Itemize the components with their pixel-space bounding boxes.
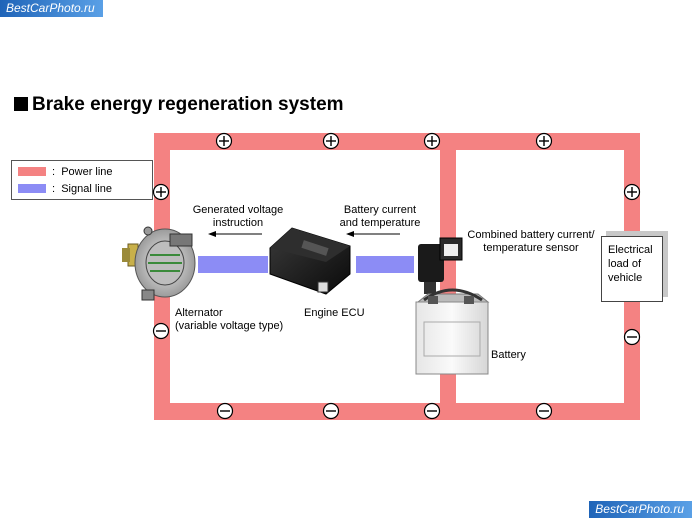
signal-lines — [198, 256, 414, 273]
page-title: Brake energy regeneration system — [14, 94, 344, 116]
power-lines — [154, 133, 640, 420]
battery-label: Battery — [491, 349, 526, 361]
legend-power-line: : Power line — [18, 164, 113, 180]
title-text: Brake energy regeneration system — [32, 94, 344, 115]
legend-signal-label: Signal line — [61, 183, 112, 195]
generated-voltage-label: Generated voltage instruction — [178, 204, 298, 230]
sensor-line-2: temperature sensor — [483, 242, 579, 254]
alternator — [122, 226, 196, 301]
power-line-swatch — [18, 167, 46, 176]
electrical-load-box: Electrical load of vehicle — [601, 236, 663, 302]
plus-marker-6 — [623, 183, 641, 201]
alternator-line-1: Alternator — [175, 307, 223, 319]
arrow-to-ecu — [346, 231, 400, 237]
arrow-to-alternator — [208, 231, 262, 237]
minus-marker-6 — [535, 402, 553, 420]
minus-marker-4 — [322, 402, 340, 420]
minus-marker-3 — [216, 402, 234, 420]
alternator-line-2: (variable voltage type) — [175, 320, 284, 332]
plus-marker-4 — [535, 132, 553, 150]
sensor-label: Combined battery current/ temperature se… — [458, 229, 604, 255]
battery — [415, 288, 490, 375]
electrical-load-line-3: vehicle — [608, 272, 643, 284]
power-line-top — [154, 133, 640, 150]
plus-marker-1 — [215, 132, 233, 150]
battery-sensor — [418, 237, 463, 294]
watermark-top: BestCarPhoto.ru — [0, 0, 103, 17]
legend: : Power line : Signal line — [11, 160, 153, 200]
electrical-load-line-1: Electrical — [608, 244, 653, 256]
engine-ecu-label: Engine ECU — [304, 307, 365, 319]
generated-voltage-line-2: instruction — [212, 217, 264, 229]
legend-power-label: Power line — [61, 166, 113, 178]
sensor-line-1: Combined battery current/ — [467, 229, 595, 241]
minus-marker-1 — [152, 322, 170, 340]
signal-line-alternator-ecu — [198, 256, 268, 273]
watermark-bottom: BestCarPhoto.ru — [589, 501, 692, 518]
battery-current-line-1: Battery current — [343, 204, 417, 216]
legend-separator: : — [52, 183, 56, 195]
legend-separator: : — [52, 166, 56, 178]
engine-ecu — [269, 227, 351, 295]
legend-signal-line: : Signal line — [18, 181, 112, 197]
plus-marker-3 — [423, 132, 441, 150]
battery-current-label: Battery current and temperature — [322, 204, 438, 230]
electrical-load-line-2: load of — [608, 258, 642, 270]
alternator-label: Alternator (variable voltage type) — [175, 307, 283, 333]
polarity-markers — [152, 132, 641, 420]
generated-voltage-line-1: Generated voltage — [192, 204, 284, 216]
signal-line-ecu-sensor — [356, 256, 414, 273]
minus-marker-5 — [423, 402, 441, 420]
plus-marker-5 — [152, 183, 170, 201]
signal-line-swatch — [18, 184, 46, 193]
plus-marker-2 — [322, 132, 340, 150]
battery-current-line-2: and temperature — [339, 217, 421, 229]
power-line-bottom — [154, 403, 640, 420]
minus-marker-2 — [623, 328, 641, 346]
title-square-icon — [14, 97, 28, 111]
